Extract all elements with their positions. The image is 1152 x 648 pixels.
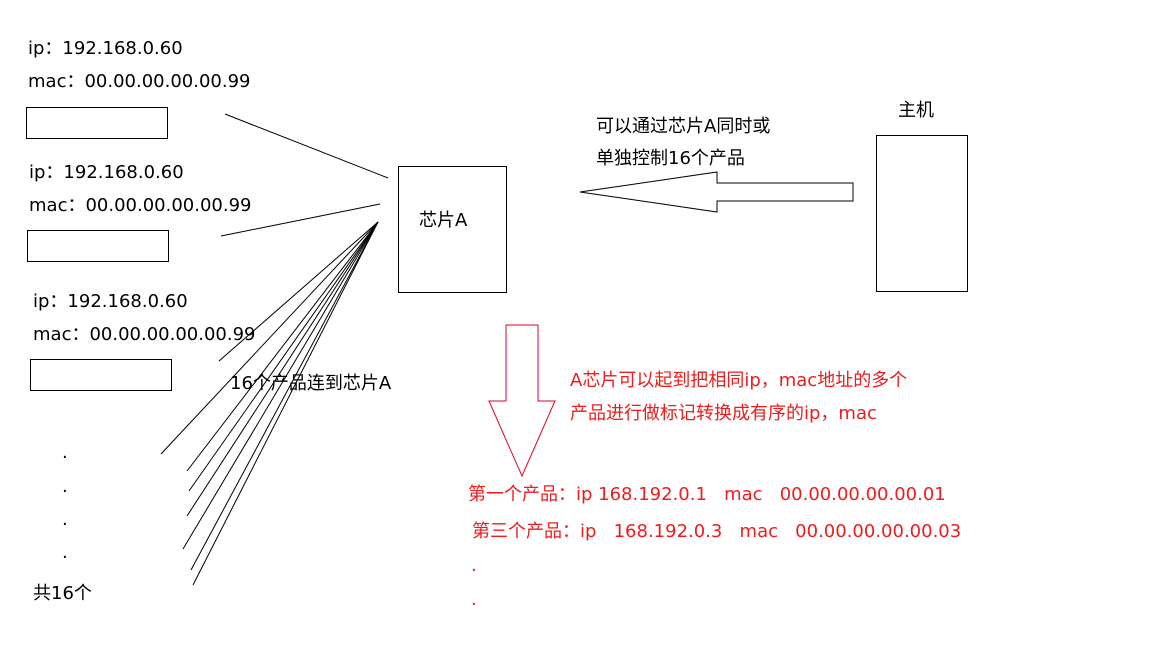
- connect-label: 16个产品连到芯片A: [230, 373, 392, 394]
- product-3-ip: ip：192.168.0.60: [33, 291, 188, 312]
- connector-line: [190, 221, 379, 571]
- connector-line: [220, 203, 381, 237]
- chip-a-label: 芯片A: [419, 210, 468, 231]
- down-arrow-icon: [488, 324, 556, 478]
- total-label: 共16个: [33, 583, 92, 604]
- product-3-box: [30, 359, 172, 391]
- remap-note-line-1: A芯片可以起到把相同ip，mac地址的多个: [570, 370, 908, 391]
- result-product-3: 第三个产品：ip 168.192.0.3 mac 00.00.00.00.00.…: [472, 521, 962, 542]
- ellipsis-dot: .: [62, 476, 68, 497]
- connector-line: [160, 221, 379, 455]
- product-2-box: [27, 230, 169, 262]
- chip-a-box: [398, 166, 507, 293]
- connector-line: [218, 221, 379, 362]
- result-product-1: 第一个产品：ip 168.192.0.1 mac 00.00.00.00.00.…: [468, 484, 946, 505]
- ellipsis-dot: .: [62, 442, 68, 463]
- product-1-mac: mac：00.00.00.00.00.99: [28, 71, 251, 92]
- product-2-mac: mac：00.00.00.00.00.99: [29, 195, 252, 216]
- left-arrow-icon: [579, 171, 854, 213]
- remap-note-line-2: 产品进行做标记转换成有序的ip，mac: [570, 403, 877, 424]
- connector-line: [186, 221, 379, 517]
- control-note-line-2: 单独控制16个产品: [596, 148, 745, 169]
- host-label: 主机: [898, 100, 934, 121]
- product-3-mac: mac：00.00.00.00.00.99: [33, 324, 256, 345]
- control-note-line-1: 可以通过芯片A同时或: [596, 116, 771, 137]
- product-1-ip: ip：192.168.0.60: [28, 38, 183, 59]
- product-1-box: [26, 107, 168, 139]
- connector-line: [182, 221, 379, 550]
- host-box: [876, 135, 968, 292]
- result-dot: .: [471, 555, 477, 576]
- ellipsis-dot: .: [62, 509, 68, 530]
- connector-line: [192, 221, 379, 586]
- connector-line: [188, 221, 379, 492]
- connector-line: [224, 113, 389, 179]
- product-2-ip: ip：192.168.0.60: [29, 162, 184, 183]
- result-dot: .: [471, 589, 477, 610]
- connector-line: [186, 221, 379, 472]
- ellipsis-dot: .: [62, 542, 68, 563]
